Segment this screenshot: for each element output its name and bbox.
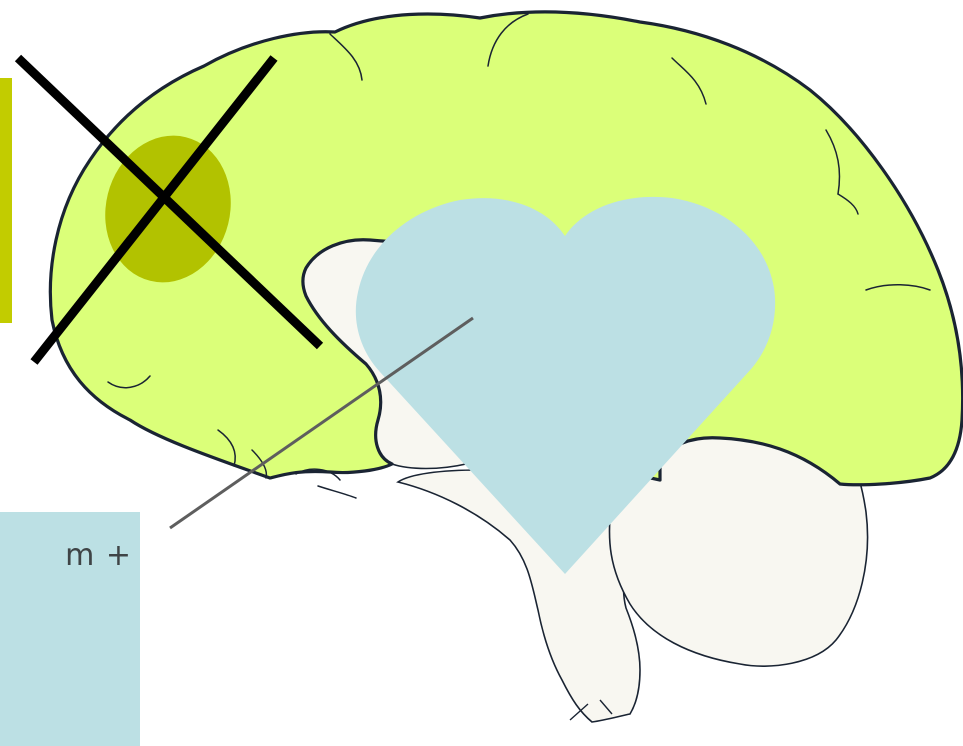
callout-text: m + [65,538,132,573]
callout-box: m + [0,512,140,746]
